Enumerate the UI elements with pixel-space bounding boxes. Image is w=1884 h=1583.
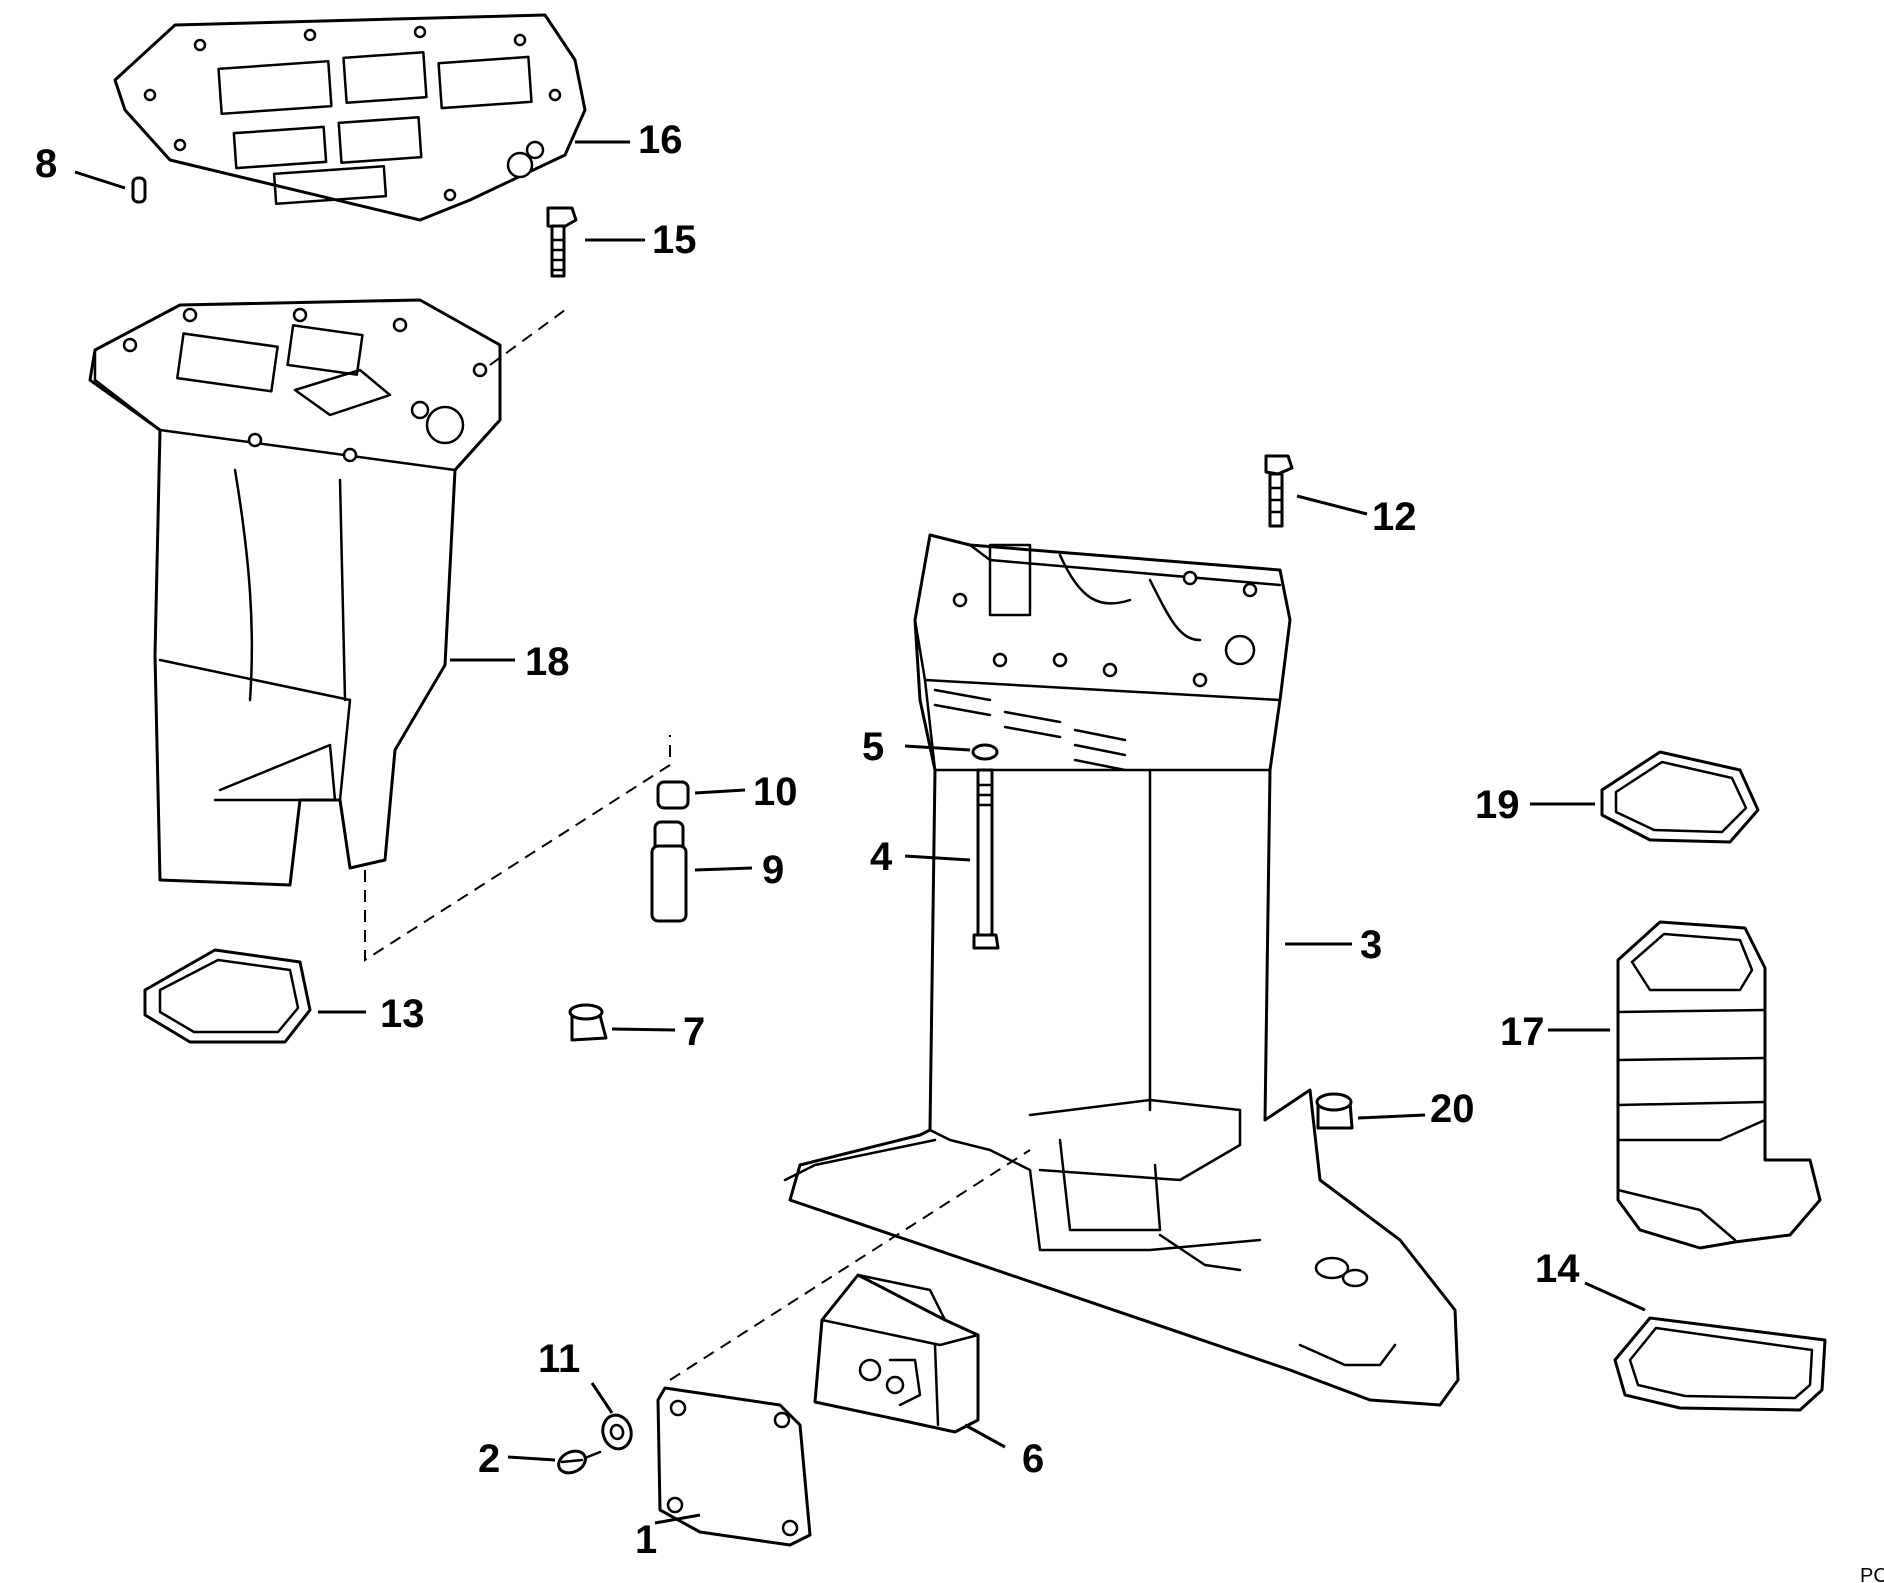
part-2-screw [557, 1449, 602, 1475]
callout-17: 17 [1500, 1010, 1545, 1054]
part-16-gasket [113, 13, 587, 222]
callout-5: 5 [862, 725, 884, 769]
callout-16: 16 [638, 118, 683, 162]
leader-lines [74, 140, 1646, 1525]
callout-18: 18 [525, 640, 570, 684]
callout-3: 3 [1360, 923, 1382, 967]
part-5-washer [971, 743, 999, 761]
part-20-plug [1315, 1092, 1354, 1130]
callout-labels: 8 16 15 18 10 9 13 7 12 5 4 3 20 19 17 1… [35, 118, 1884, 1583]
callout-19: 19 [1475, 783, 1520, 827]
callout-12: 12 [1372, 495, 1417, 539]
part-12-bolt [1264, 454, 1294, 528]
part-13-seal [143, 948, 312, 1044]
part-8-dowel-pin [131, 176, 147, 204]
part-6-block [813, 1273, 980, 1434]
callout-20: 20 [1430, 1087, 1475, 1131]
callout-2: 2 [478, 1437, 500, 1481]
callout-9: 9 [762, 848, 784, 892]
callout-1: 1 [635, 1518, 657, 1562]
callout-4: 4 [870, 835, 893, 879]
reference-code: PC [1860, 1565, 1884, 1583]
callout-11: 11 [538, 1337, 580, 1381]
callout-13: 13 [380, 992, 425, 1036]
part-10-cap [656, 780, 690, 810]
part-4-stud [972, 768, 1000, 950]
callout-8: 8 [35, 142, 57, 186]
part-15-bolt [546, 206, 578, 278]
callout-15: 15 [652, 218, 697, 262]
part-7-plug [568, 1003, 608, 1042]
part-3-driveshaft-housing [783, 533, 1460, 1407]
callout-10: 10 [753, 770, 798, 814]
callout-7: 7 [683, 1010, 705, 1054]
part-19-seal [1600, 750, 1760, 844]
part-18-exhaust-housing [88, 298, 502, 887]
part-9-tube [650, 820, 688, 923]
part-1-cover-plate [656, 1386, 812, 1547]
part-11-washer [601, 1413, 633, 1451]
assembly-lines [364, 309, 1031, 1381]
callout-14: 14 [1535, 1247, 1580, 1291]
callout-6: 6 [1022, 1437, 1044, 1481]
part-14-seal [1613, 1316, 1827, 1412]
part-17-exhaust-adapter [1616, 920, 1822, 1250]
